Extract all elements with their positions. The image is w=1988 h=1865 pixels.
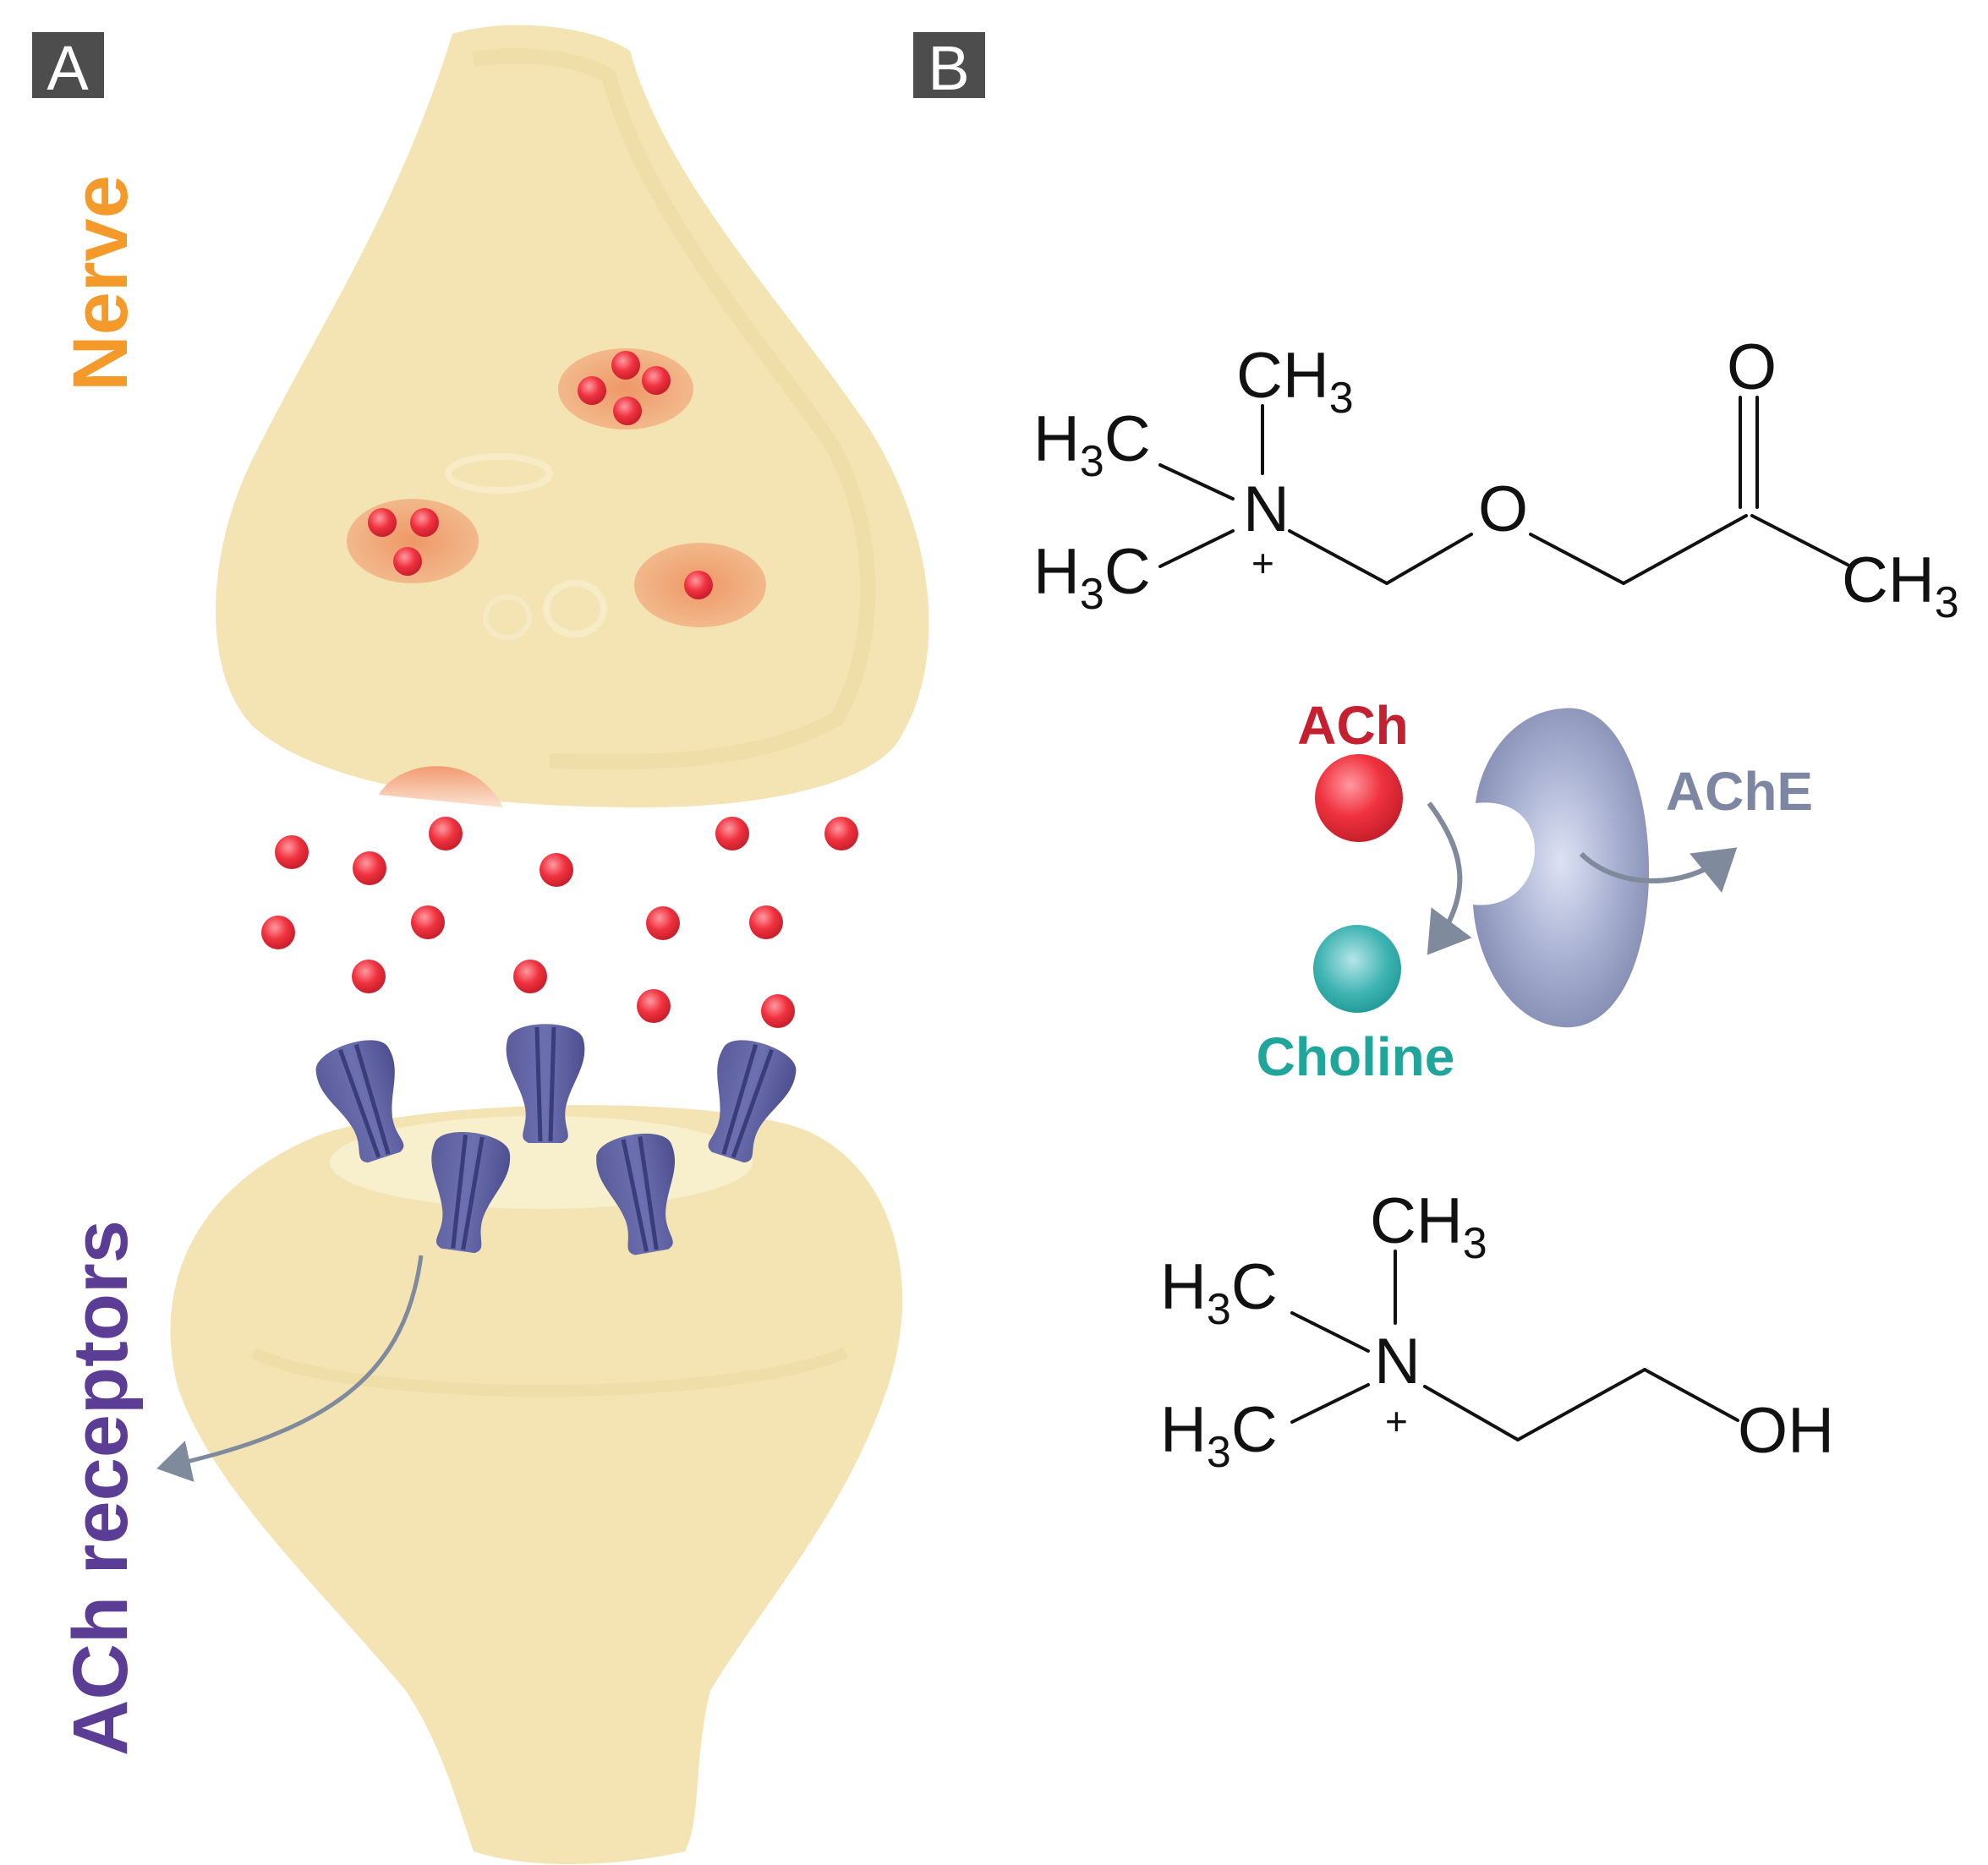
ach-receptor: [596, 1133, 675, 1255]
ach-ether-oxygen: O: [1478, 473, 1528, 545]
ach-sphere: [1315, 754, 1403, 842]
enzyme-arrow: [1579, 847, 1738, 894]
choline-charge: +: [1385, 1399, 1408, 1443]
ach-molecule: [646, 906, 680, 940]
ach-molecule: [637, 989, 671, 1023]
ach-left-methyl-lower: H3C: [1033, 536, 1151, 619]
acetylcholine-structure: CH3 H3C H3C N + O O CH3: [1033, 331, 1959, 627]
vesicle: [347, 499, 479, 583]
ach-molecule: [353, 851, 386, 885]
ach-molecule: [275, 835, 309, 869]
hydrolysis-arrow: [1427, 801, 1472, 955]
reaction-scheme: ACh Choline AChE: [1257, 695, 1813, 1087]
panel-b-label: B: [928, 33, 969, 103]
receptor-group: [315, 1024, 797, 1255]
postsynaptic-cell: [170, 1105, 903, 1864]
ach-receptor: [708, 1040, 797, 1163]
ach-molecule: [513, 960, 547, 993]
ach-molecule: [761, 994, 795, 1028]
ach-top-methyl: CH3: [1236, 340, 1354, 423]
choline-nitrogen: N: [1374, 1326, 1421, 1397]
ach-molecule: [411, 905, 445, 939]
nerve-label: Nerve: [58, 175, 144, 391]
choline-top-methyl: CH3: [1370, 1185, 1487, 1268]
presynaptic-terminal: [216, 25, 929, 808]
choline-sphere: [1313, 925, 1401, 1013]
fusing-vesicle: [379, 766, 503, 807]
ach-molecule: [261, 916, 295, 949]
choline-left-methyl-lower: H3C: [1160, 1394, 1278, 1477]
ach-molecule: [715, 817, 749, 850]
ach-nitrogen: N: [1243, 473, 1290, 545]
ach-left-methyl-upper: H3C: [1033, 403, 1151, 486]
ach-label: ACh: [1297, 695, 1409, 756]
ach-molecule: [539, 853, 573, 887]
ach-receptor: [431, 1132, 510, 1254]
panel-b-badge: B: [913, 32, 985, 103]
receptors-label: ACh receptors: [58, 1220, 144, 1756]
ach-molecule: [824, 817, 858, 850]
receptor-arrow: [156, 1255, 424, 1482]
choline-structure: CH3 H3C H3C N + OH: [1160, 1185, 1834, 1477]
vesicle: [634, 543, 766, 627]
ach-molecule: [429, 817, 463, 850]
vesicle: [558, 348, 693, 429]
choline-hydroxyl: OH: [1738, 1395, 1834, 1467]
ache-enzyme: [1473, 708, 1649, 1028]
ach-molecule: [749, 905, 783, 939]
choline-label: Choline: [1257, 1026, 1455, 1087]
ach-receptor: [506, 1024, 585, 1143]
panel-a-badge: A: [32, 32, 104, 103]
choline-left-methyl-upper: H3C: [1160, 1251, 1278, 1334]
ach-charge: +: [1251, 541, 1274, 585]
ach-carbonyl-oxygen: O: [1727, 331, 1777, 403]
ach-terminal-methyl: CH3: [1842, 544, 1959, 627]
ach-receptor: [315, 1040, 404, 1163]
ach-molecule: [352, 960, 386, 993]
panel-a-label: A: [47, 33, 89, 103]
ache-label: AChE: [1666, 761, 1813, 822]
released-ach-cloud: [261, 817, 858, 1028]
